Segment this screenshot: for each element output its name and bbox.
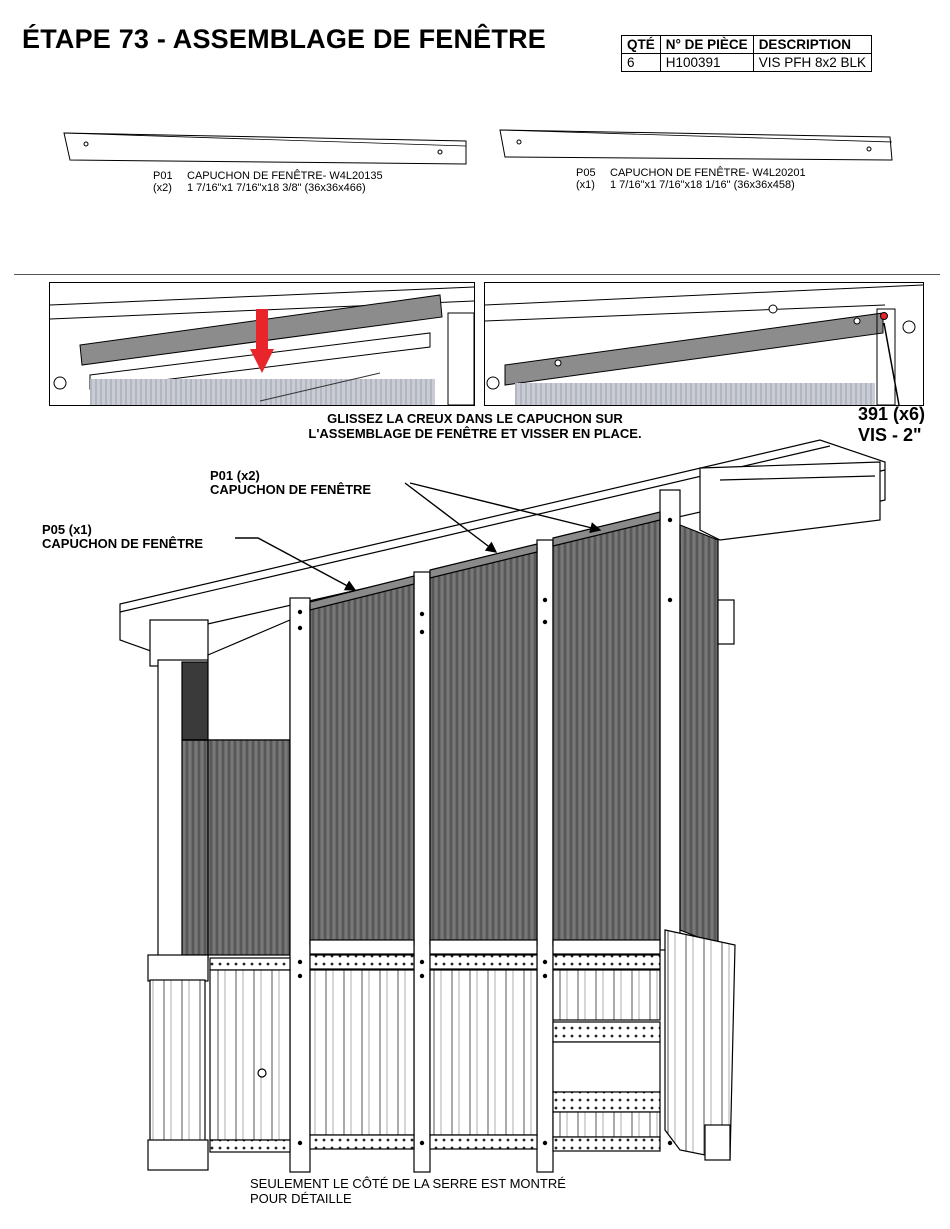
footnote-line-2: POUR DÉTAILLE [250,1191,352,1206]
part-p05-name: CAPUCHON DE FENÊTRE- W4L20201 [610,167,806,179]
part-p05-code: P05 [576,167,596,179]
callout-p05: P05 (x1) CAPUCHON DE FENÊTRE [42,523,203,551]
instruction-text: GLISSEZ LA CREUX DANS LE CAPUCHON SUR L'… [190,411,760,441]
part-p05-dims: 1 7/16"x1 7/16"x18 1/16" (36x36x458) [610,179,795,191]
screw-label: 391 (x6) VIS - 2" [858,404,925,446]
cell-part-number: H100391 [659,53,754,72]
part-p01-label: P01 CAPUCHON DE FENÊTRE- W4L20135 (x2) 1 7… [153,170,383,194]
part-p01-dims: 1 7/16"x1 7/16"x18 3/8" (36x36x466) [187,182,366,194]
part-p01-qty: (x2) [153,182,172,194]
detail-screw-drawing [485,284,923,405]
callout-leaders [235,482,602,591]
part-p05-label: P05 CAPUCHON DE FENÊTRE- W4L20201 (x1) 1 7… [576,167,806,191]
parts-table: QTÉ N° DE PIÈCE DESCRIPTION 6 H100391 VI… [621,35,872,72]
section-divider [14,274,940,275]
part-p01-name: CAPUCHON DE FENÊTRE- W4L20135 [187,170,383,182]
callout-p05-name: CAPUCHON DE FENÊTRE [42,536,204,551]
detail-slide-drawing [50,286,474,405]
cell-description: VIS PFH 8x2 BLK [752,53,872,72]
part-p01-code: P01 [153,170,173,182]
part-p05-drawing [499,129,893,161]
instruction-line-1: GLISSEZ LA CREUX DANS LE CAPUCHON SUR [327,411,623,426]
screw-label-desc: VIS - 2" [858,425,922,445]
greenhouse-side-illustration [119,439,886,1173]
page-title: ÉTAPE 73 - ASSEMBLAGE DE FENÊTRE [22,24,546,54]
callout-p05-code: P05 (x1) [42,522,92,537]
table-row: 6 H100391 VIS PFH 8x2 BLK [621,53,872,72]
detail-panel-slide-cap [49,282,475,406]
part-p05-qty: (x1) [576,179,595,191]
red-arrow-shaft [256,309,268,353]
red-arrow-head-icon [250,349,274,373]
parts-table-header: QTÉ N° DE PIÈCE DESCRIPTION [621,35,872,54]
footnote-line-1: SEULEMENT LE CÔTÉ DE LA SERRE EST MONTRÉ [250,1176,566,1191]
footnote: SEULEMENT LE CÔTÉ DE LA SERRE EST MONTRÉ… [250,1176,566,1206]
screw-label-qty: 391 (x6) [858,404,926,424]
instruction-line-2: L'ASSEMBLAGE DE FENÊTRE ET VISSER EN PLA… [308,426,642,441]
callout-p01-name: CAPUCHON DE FENÊTRE [210,482,372,497]
callout-p01: P01 (x2) CAPUCHON DE FENÊTRE [210,469,371,497]
screw-highlight-icon [880,312,888,320]
header-qty: QTÉ [621,35,661,54]
callout-p01-code: P01 (x2) [210,468,260,483]
part-p01-drawing [63,132,467,165]
detail-panel-screw [484,282,924,406]
